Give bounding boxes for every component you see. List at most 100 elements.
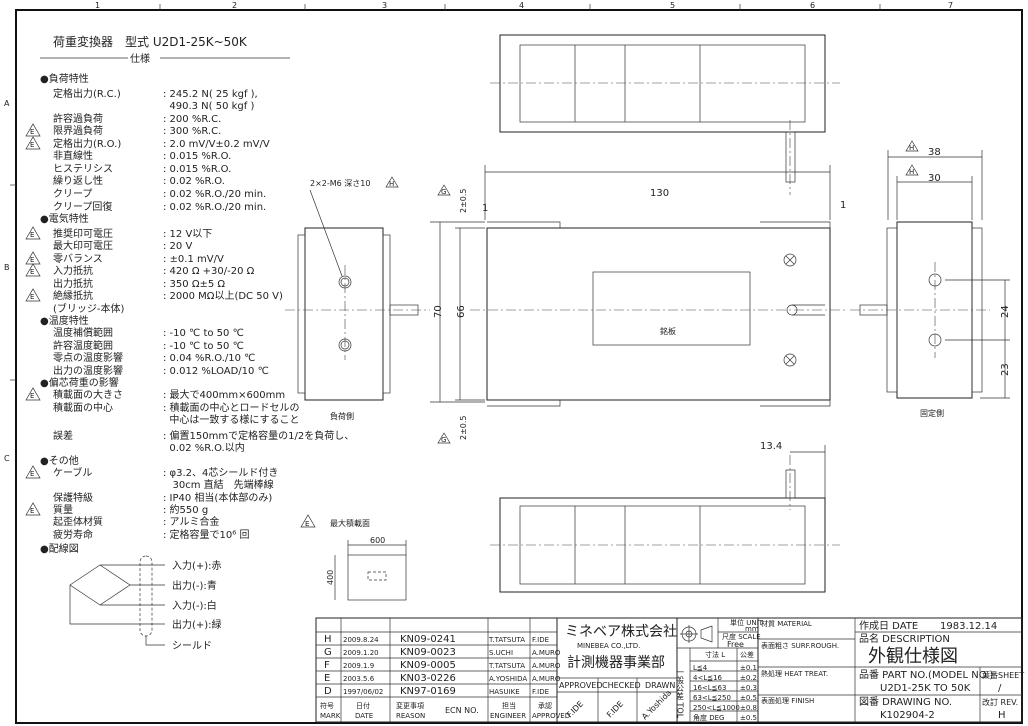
tap-note: 2×2-M6 深さ10 (310, 179, 370, 188)
spec-value: : 2000 MΩ以上(DC 50 V) (163, 290, 283, 302)
spec-value: : 0.04 %R.O./10 ℃ (163, 353, 255, 364)
tolerance-value: ±0.2 (740, 674, 757, 682)
dim-1-right: 1 (840, 200, 846, 211)
spec-value: : -10 ℃ to 50 ℃ (163, 341, 244, 352)
revision-mark: E (30, 268, 34, 276)
spec-value: : 0.012 %LOAD/10 ℃ (163, 366, 269, 377)
hdr-appr: APPROVED (532, 712, 570, 720)
spec-label: 温度補償範囲 (53, 326, 113, 339)
company-name-en: MINEBEA CO.,LTD. (577, 642, 640, 650)
dim-23: 23 (1000, 363, 1011, 376)
dim-24: 24 (1000, 305, 1011, 318)
dim-1-left: 1 (482, 203, 488, 214)
spec-label: 保護特級 (53, 491, 93, 504)
rev-g-marker: G (441, 436, 446, 444)
sheet-border (15, 9, 1023, 724)
screw-icon (783, 353, 797, 367)
tol-size-header: 寸法 L (705, 650, 725, 659)
revision-date: 2009.8.24 (343, 636, 379, 644)
approved-signature: F.IDE (565, 699, 585, 719)
revision-triangle-icon (25, 226, 41, 240)
spec-label: 誤差 (53, 429, 73, 442)
revision-mark: H (324, 634, 332, 645)
spec-label: 積載面の中心 (53, 401, 113, 414)
spec-value: 490.3 N( 50 kgf ) (163, 101, 254, 112)
revision-mark: D (324, 686, 332, 697)
revision-ecn: KN09-0241 (400, 634, 456, 645)
rev-h-marker: H (909, 144, 914, 152)
unit-value: mm (745, 625, 759, 633)
spec-value: : 積載面の中心とロードセルの (163, 401, 300, 414)
revision-engineer: A.YOSHIDA (489, 675, 527, 683)
spec-section-heading: ●偏芯荷重の影響 (40, 376, 119, 389)
tolerance-range: L≦4 (693, 664, 708, 672)
zone-column-label: 1 (95, 1, 100, 10)
spec-label: ケーブル (53, 466, 92, 479)
hdr-date-jp: 日付 (356, 701, 370, 710)
dim-tol-top: 2±0.5 (459, 188, 468, 213)
spec-value: : 2.0 mV/V±0.2 mV/V (163, 139, 270, 150)
date-label: 作成日 DATE (859, 620, 918, 632)
revision-approved: A.MURO (532, 675, 561, 683)
rev-e-marker: E (305, 520, 309, 528)
spec-value: : 約550 g (163, 503, 208, 516)
spec-value: : アルミ合金 (163, 515, 219, 528)
wire-input-plus: 入力(+):赤 (172, 559, 222, 572)
spec-label: 最大印可電圧 (53, 239, 113, 252)
dim-400: 400 (326, 570, 335, 585)
revision-ecn: KN03-0226 (400, 673, 456, 684)
spec-value: 中心は一致する様にすること (163, 413, 299, 426)
spec-label: 絶縁抵抗 (53, 289, 93, 302)
zone-row-label: A (4, 99, 10, 108)
tolerance-value: ±0.5 (740, 714, 757, 722)
nameplate (592, 271, 751, 346)
unit-tolerance-block: 単位 UNIT mm 尺度 SCALE Free L≦4±0.14<L≦16±0… (676, 617, 764, 723)
tolerance-value: ±0.5 (740, 694, 757, 702)
revision-date: 2003.5.6 (343, 675, 375, 683)
spec-label: (ブリッジ-本体) (53, 302, 125, 315)
spec-value: : 200 %R.C. (163, 114, 221, 125)
revision-date: 2009.1.20 (343, 649, 379, 657)
hdr-mark-jp: 符号 (320, 701, 334, 710)
spec-section-heading: ●負荷特性 (40, 72, 89, 85)
description-label: 品名 DESCRIPTION (859, 632, 950, 645)
max-loading-area: E 最大積載面 600 400 (300, 514, 407, 601)
revision-triangle-icon (25, 136, 41, 150)
revision-engineer: T.TATSUTA (488, 636, 525, 644)
revision-mark: F (324, 660, 330, 671)
revision-ecn: KN97-0169 (400, 686, 456, 697)
spec-value: : 245.2 N( 25 kgf ), (163, 89, 258, 100)
revision-approved: F.IDE (532, 636, 549, 644)
drawn-signature: A.Yoshida (640, 688, 673, 721)
revision-triangle-icon (25, 123, 41, 137)
revision-triangle-icon (25, 288, 41, 302)
spec-section-heading: ●配線図 (40, 542, 79, 555)
spec-section-heading: ●その他 (40, 454, 79, 467)
dim-130: 130 (650, 188, 669, 199)
spec-label: クリープ (53, 188, 92, 200)
zone-column-label: 7 (948, 1, 953, 10)
spec-value: : 420 Ω +30/-20 Ω (163, 266, 255, 277)
spec-label: 非直線性 (53, 149, 93, 162)
description-value: 外観仕様図 (868, 646, 958, 667)
tolerance-range: 16<L≦63 (693, 684, 726, 692)
spec-label: ヒステリシス (53, 163, 113, 175)
spec-label: 出力の温度影響 (53, 364, 123, 377)
heat-treat-label: 熱処理 HEAT TREAT. (761, 669, 828, 678)
rev-h-marker: H (389, 180, 394, 188)
scale-value: Free (727, 640, 744, 649)
hdr-date: DATE (355, 712, 373, 720)
revision-triangle-icon (25, 465, 41, 479)
tolerance-range: 63<L≦250 (693, 694, 731, 702)
spec-label: 限界過負荷 (53, 125, 103, 137)
date-value: 1983.12.14 (940, 621, 997, 632)
spec-value: : 定格容量で10⁶ 回 (163, 528, 249, 541)
wire-shield: シールド (172, 641, 212, 652)
dim-30: 30 (928, 173, 941, 184)
spec-value: 0.02 %R.O.以内 (163, 441, 245, 454)
tolerance-range: 250<L≦1000 (693, 704, 740, 712)
spec-value: : 0.02 %R.O./20 min. (163, 189, 266, 200)
checked-label: CHECKED (602, 681, 641, 690)
spec-value: : 0.015 %R.O. (163, 164, 231, 175)
